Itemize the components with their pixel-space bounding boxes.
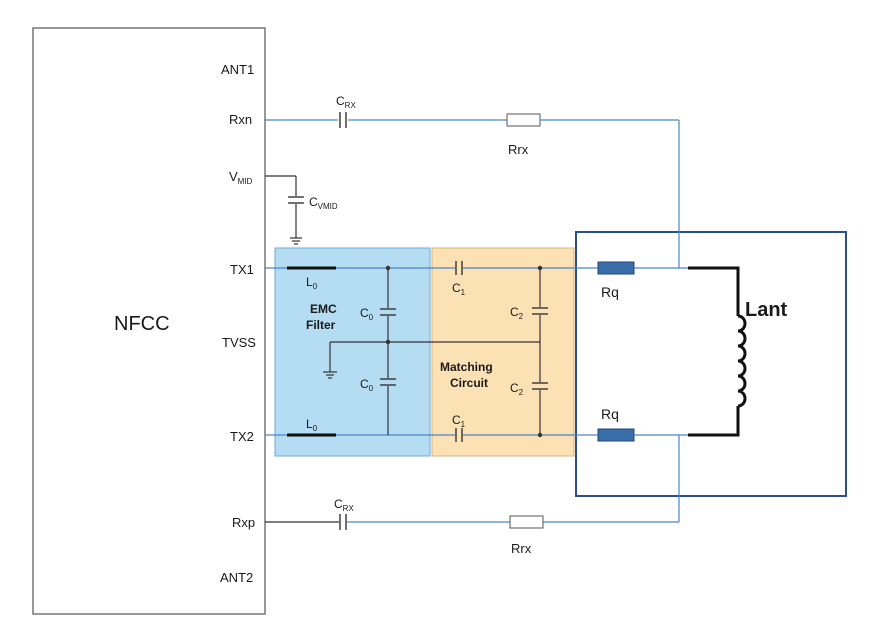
matching-title-2: Circuit (450, 376, 488, 390)
c0-bottom-sub: 0 (369, 384, 374, 393)
cvmid-sub: VMID (318, 202, 338, 211)
c0-top-label: C0 (360, 306, 374, 322)
c2-top-main: C (510, 305, 519, 319)
nfcc-chip: NFCC ANT1 Rxn VMID TX1 TVSS TX2 Rxp ANT2 (32, 27, 266, 615)
pin-tx2: TX2 (230, 429, 254, 444)
pin-rxp: Rxp (232, 515, 255, 530)
emc-title-2: Filter (306, 318, 336, 332)
matching-title-1: Matching (440, 360, 493, 374)
c1-top-sub: 1 (461, 288, 466, 297)
rrx-bottom-resistor (509, 515, 544, 529)
rq-bottom-label: Rq (601, 406, 619, 422)
l0-top-sub: 0 (313, 282, 318, 291)
l0-top-label: L0 (306, 275, 318, 291)
tx1-path (265, 261, 688, 275)
emc-labels: L0 L0 EMC Filter C0 C0 (306, 275, 374, 433)
pin-vmid: VMID (229, 169, 253, 186)
rrx-top-resistor (506, 113, 541, 127)
rq-bottom-resistor (597, 428, 635, 442)
crx-bottom-sub: RX (343, 504, 355, 513)
c1-bottom-label: C1 (452, 413, 466, 429)
matching-labels: C1 C1 C2 C2 Matching Circuit (440, 281, 524, 429)
pin-vmid-sub: MID (238, 177, 253, 186)
emc-title-1: EMC (310, 302, 337, 316)
c0-bottom-main: C (360, 377, 369, 391)
emc-caps (380, 268, 396, 435)
c1-bottom-sub: 1 (461, 420, 466, 429)
l0-top-main: L (306, 275, 313, 289)
vmid-branch: CVMID (265, 175, 338, 245)
l0-bottom-main: L (306, 417, 313, 431)
matching-caps (532, 268, 548, 435)
pin-vmid-main: V (229, 169, 238, 184)
rx-bottom-path: CRX Rrx (265, 435, 680, 556)
c0-bottom-label: C0 (360, 377, 374, 393)
rq-top-resistor (597, 261, 635, 275)
pin-tvss: TVSS (222, 335, 256, 350)
c1-top-label: C1 (452, 281, 466, 297)
lant-label: Lant (745, 299, 788, 321)
crx-top-sub: RX (345, 101, 357, 110)
antenna-box (575, 231, 847, 497)
cvmid-label: CVMID (309, 195, 338, 211)
c1-top-main: C (452, 281, 461, 295)
c2-bottom-label: C2 (510, 381, 524, 397)
crx-top-main: C (336, 94, 345, 108)
pin-tx1: TX1 (230, 262, 254, 277)
c2-top-sub: 2 (519, 312, 524, 321)
rrx-top-label: Rrx (508, 142, 529, 157)
rrx-bottom-label: Rrx (511, 541, 532, 556)
l0-bottom-label: L0 (306, 417, 318, 433)
c1-bottom-main: C (452, 413, 461, 427)
nfcc-label: NFCC (114, 313, 170, 335)
l0-bottom-sub: 0 (313, 424, 318, 433)
rx-top-path: CRX Rrx (265, 94, 680, 268)
crx-bottom-main: C (334, 497, 343, 511)
matching-circuit-block (431, 247, 575, 457)
c2-bottom-main: C (510, 381, 519, 395)
crx-bottom-label: CRX (334, 497, 354, 513)
tx2-path (265, 428, 688, 442)
emc-filter-block (274, 247, 431, 457)
antenna-coil: Lant Rq Rq (601, 266, 788, 437)
pin-ant1: ANT1 (221, 62, 254, 77)
inductor-coil-icon (737, 314, 747, 408)
rq-top-label: Rq (601, 284, 619, 300)
crx-top-label: CRX (336, 94, 356, 110)
pin-rxn: Rxn (229, 112, 252, 127)
pin-ant2: ANT2 (220, 570, 253, 585)
tvss-ground (323, 341, 540, 379)
cvmid-main: C (309, 195, 318, 209)
nfcc-chip-body (32, 27, 266, 615)
c2-bottom-sub: 2 (519, 388, 524, 397)
c0-top-main: C (360, 306, 369, 320)
c2-top-label: C2 (510, 305, 524, 321)
c0-top-sub: 0 (369, 313, 374, 322)
